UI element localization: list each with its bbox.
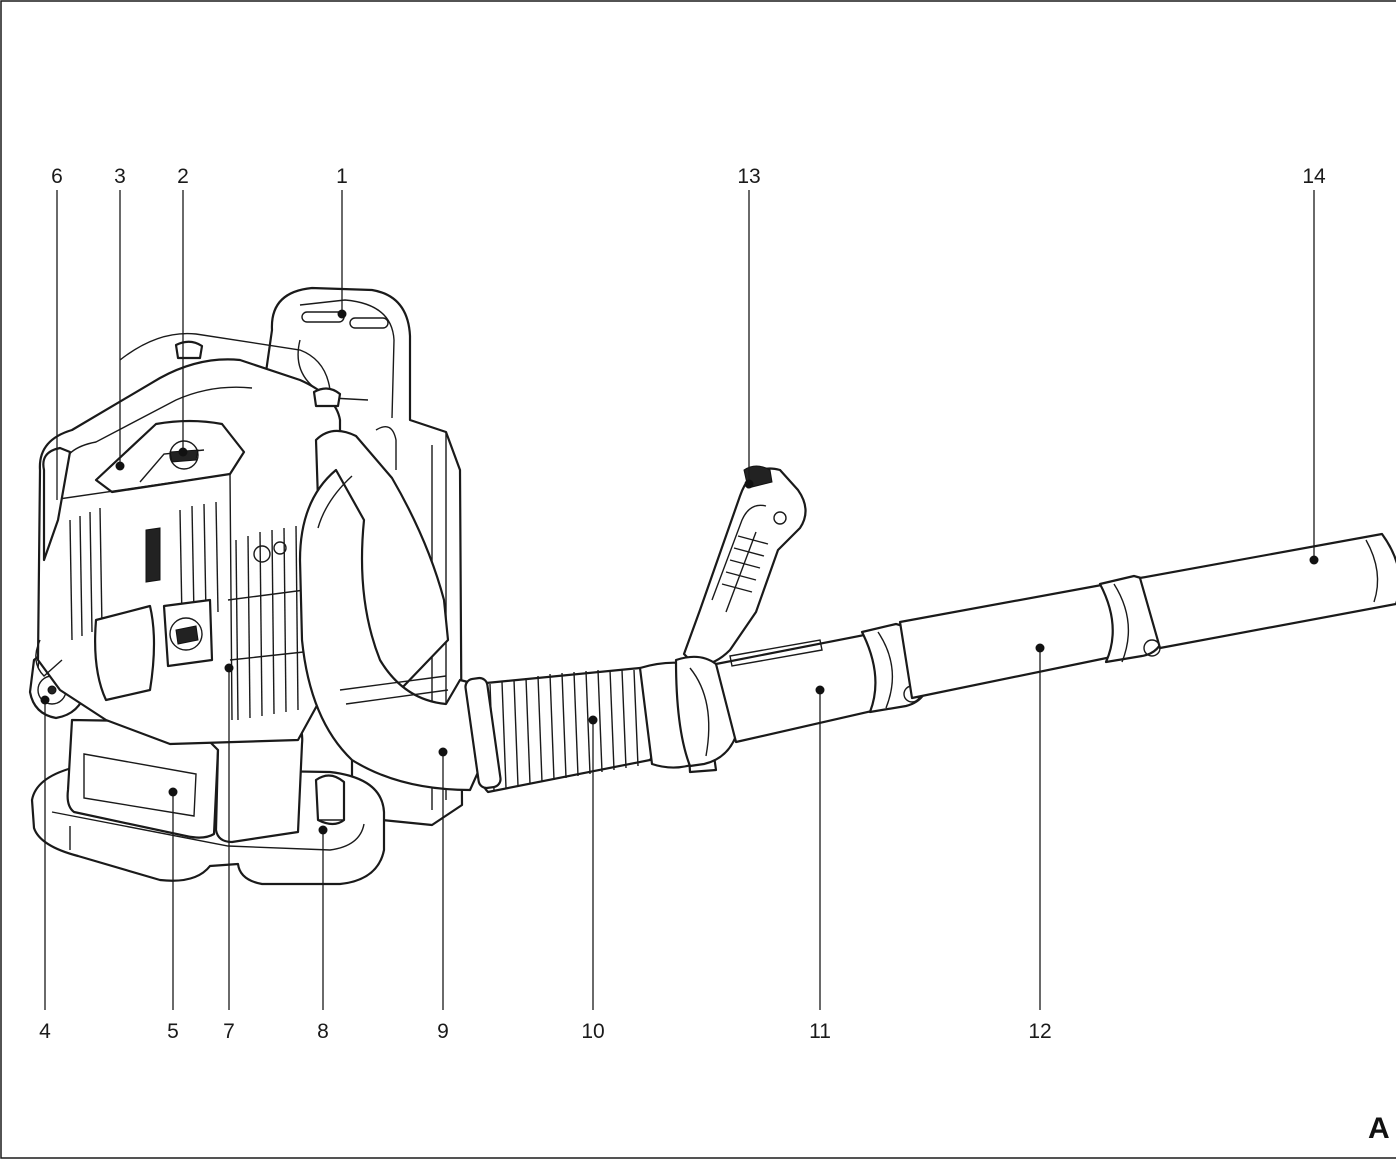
callout-10: 10: [581, 1020, 604, 1043]
cooling-fins: [69, 501, 299, 721]
figure-label: A: [1368, 1112, 1390, 1145]
callout-13: 13: [737, 165, 760, 188]
leader-dots: [40, 309, 1319, 835]
callout-7: 7: [223, 1020, 235, 1043]
leader-lines: [44, 190, 1315, 1010]
callout-6: 6: [51, 165, 63, 188]
nozzle-tube: [1138, 532, 1396, 650]
callout-labels: 6 3 2 1 13 14 4 5 7 8 9 10 11 12: [39, 165, 1326, 1043]
callout-9: 9: [437, 1020, 449, 1043]
flex-hose: [464, 661, 702, 794]
blow-tube-2: [898, 580, 1128, 700]
callout-3: 3: [114, 165, 126, 188]
callout-14: 14: [1302, 165, 1326, 188]
callout-1: 1: [336, 165, 348, 188]
engine-housing: [35, 332, 342, 746]
callout-8: 8: [317, 1020, 329, 1043]
blower-illustration: [28, 286, 1396, 886]
callout-5: 5: [167, 1020, 179, 1043]
callout-12: 12: [1028, 1020, 1051, 1043]
callout-2: 2: [177, 165, 189, 188]
base: [30, 716, 386, 886]
blower-elbow: [298, 429, 490, 826]
callout-4: 4: [39, 1020, 51, 1043]
callout-11: 11: [809, 1020, 831, 1043]
